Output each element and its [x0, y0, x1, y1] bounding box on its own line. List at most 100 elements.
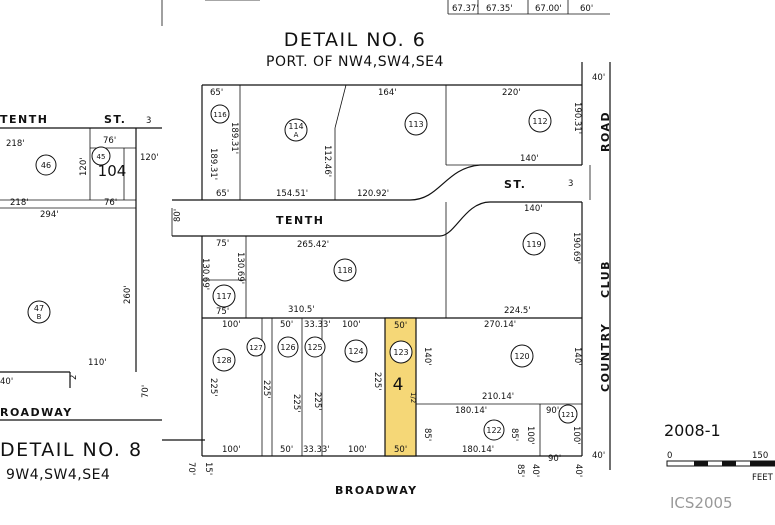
dim-90b: 90' — [548, 454, 561, 464]
street-tenth: TENTH — [276, 214, 324, 227]
parcel-number: 113 — [408, 120, 423, 129]
dim-85b: 85' — [509, 428, 519, 441]
dim-180-14: 180.14' — [455, 406, 487, 416]
parcel-circle — [277, 336, 299, 358]
dim-70b: 70' — [186, 462, 196, 475]
parcel-number: 127 — [249, 344, 262, 352]
stamp-text: ICS2005 — [670, 494, 733, 512]
scale-max: 150 — [752, 451, 768, 461]
dim-70: 70' — [141, 385, 151, 398]
top-dim-1: 67.37' — [452, 4, 479, 14]
dim-120-92: 120.92' — [357, 189, 389, 199]
parcel-45[interactable]: 45 — [91, 146, 111, 166]
scale-unit: FEET — [752, 473, 774, 483]
dim-76a: 76' — [103, 136, 116, 146]
dim-50b: 50' — [394, 321, 407, 331]
parcel-119[interactable]: 119 — [522, 232, 546, 256]
dim-76b: 76' — [104, 198, 117, 208]
street-tenth-left: TENTH — [0, 113, 48, 126]
dim-140c: 140' — [422, 347, 432, 366]
parcel-46[interactable]: 46 — [35, 154, 57, 176]
parcel-112[interactable]: 112 — [528, 109, 552, 133]
dim-260: 260' — [123, 285, 133, 304]
dim-100d: 100' — [571, 426, 581, 445]
dim-33-33a: 33.33' — [304, 320, 331, 330]
dim-100e: 100' — [222, 445, 241, 455]
dim-40b: 40' — [592, 451, 605, 461]
parcel-circle — [558, 404, 578, 424]
parcel-number: 128 — [216, 356, 231, 365]
parcel-circle — [333, 258, 357, 282]
dim-294: 294' — [40, 210, 59, 220]
parcel-104[interactable]: 104 — [98, 162, 127, 180]
highlight-label: 4 — [393, 375, 404, 395]
parcel-circle — [510, 344, 534, 368]
parcel-number: 104 — [98, 162, 127, 180]
dim-140b: 140' — [524, 204, 543, 214]
parcel-circle — [212, 348, 236, 372]
parcel-number: 117 — [216, 292, 231, 301]
dim-130-69: 130.69' — [200, 258, 210, 290]
detail-subtitle: PORT. OF NW4,SW4,SE4 — [266, 54, 444, 70]
street-st-right: ST. — [504, 178, 526, 191]
dim-140d: 140' — [572, 347, 582, 366]
dim-40a: 40' — [592, 73, 605, 83]
parcel-number: 45 — [97, 153, 106, 161]
street-country: COUNTRY — [599, 323, 612, 392]
dim-50a: 50' — [280, 320, 293, 330]
dim-189-31b: 189.31' — [229, 122, 239, 154]
dim-224-5: 224.5' — [504, 306, 531, 316]
dim-225d: 225' — [312, 392, 322, 411]
parcel-116[interactable]: 116 — [210, 104, 230, 124]
parcel-47b[interactable]: 47B — [27, 300, 51, 324]
parcel-117[interactable]: 117 — [212, 284, 236, 308]
parcel-number: 112 — [532, 117, 547, 126]
parcel-118[interactable]: 118 — [333, 258, 357, 282]
parcel-circle — [91, 146, 111, 166]
parcel-number: 118 — [337, 266, 352, 275]
parcel-circle — [212, 284, 236, 308]
left-detail-subtitle: 9W4,SW4,SE4 — [6, 467, 110, 483]
parcel-circle — [246, 337, 266, 357]
parcel-number: 116 — [213, 111, 227, 119]
dim-310-5: 310.5' — [288, 305, 315, 315]
street-st-left: ST. — [104, 113, 126, 126]
parcel-126[interactable]: 126 — [277, 336, 299, 358]
parcel-number: 124 — [348, 347, 363, 356]
parcel-123[interactable]: 123 — [389, 340, 413, 364]
parcel-circle — [284, 118, 308, 142]
highlighted-parcel[interactable] — [384, 317, 417, 457]
parcel-120[interactable]: 120 — [510, 344, 534, 368]
parcel-121[interactable]: 121 — [558, 404, 578, 424]
parcel-number: 126 — [280, 343, 295, 352]
street-club: CLUB — [599, 260, 612, 298]
parcel-number: 114 — [288, 122, 303, 131]
dim-40c: 40' — [530, 464, 540, 477]
parcel-113[interactable]: 113 — [404, 112, 428, 136]
scale-map-id: 2008-1 — [664, 421, 721, 440]
dim-112-46: 112.46' — [322, 145, 332, 177]
street-broadway-left: ROADWAY — [0, 406, 73, 419]
parcel-circle — [35, 154, 57, 176]
dim-100f: 100' — [348, 445, 367, 455]
dim-190-31: 190.31' — [572, 102, 582, 134]
dim-65b: 65' — [216, 189, 229, 199]
detail-title: DETAIL NO. 6 — [284, 29, 427, 51]
parcel-125[interactable]: 125 — [304, 336, 326, 358]
parcel-127[interactable]: 127 — [246, 337, 266, 357]
parcel-122[interactable]: 122 — [483, 419, 505, 441]
left-detail-title: DETAIL NO. 8 — [0, 439, 143, 461]
dim-225c: 225' — [291, 394, 301, 413]
parcel-124[interactable]: 124 — [344, 339, 368, 363]
parcel-circle — [483, 419, 505, 441]
parcel-circle — [389, 340, 413, 364]
dim-218a: 218' — [6, 139, 25, 149]
dim-85a: 85' — [422, 428, 432, 441]
parcel-number: 46 — [41, 161, 51, 170]
parcel-128[interactable]: 128 — [212, 348, 236, 372]
highlight-fraction: 1/2 — [409, 392, 417, 403]
parcel-number: 119 — [526, 240, 541, 249]
dim-80a: 80' — [173, 209, 183, 222]
